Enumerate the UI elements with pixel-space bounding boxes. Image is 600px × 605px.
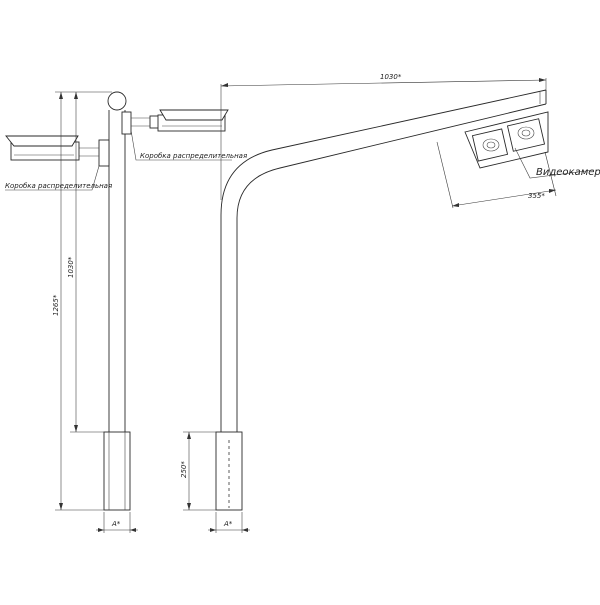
arm-outer-edge: [220, 89, 547, 432]
dim-line-arm: [220, 79, 547, 87]
label-box-left: Коробка распределительная: [5, 182, 112, 190]
dim-overall-height: 1265*: [52, 294, 60, 316]
camera-sunshade-right: [159, 109, 229, 121]
camera-unit-1: [471, 128, 509, 162]
junction-box-left: [98, 139, 110, 167]
camera-lens-1-inner: [486, 141, 496, 149]
arm-inner-edge: [236, 103, 547, 432]
dim-base-a-left: A*: [111, 520, 121, 528]
camera-lens-2: [517, 126, 535, 140]
right-pole-view: 1030* 355* Видеокамера 250* A*: [180, 73, 600, 533]
camera-unit-2: [506, 118, 546, 152]
label-box-right: Коробка распределительная: [140, 152, 247, 160]
left-pole-view: Коробка распределительная Коробка распре…: [5, 91, 247, 533]
dim-embed-depth: 250*: [180, 461, 188, 478]
camera-lens-1: [482, 138, 500, 152]
camera-lens-2-inner: [521, 129, 531, 137]
left-pole-top-cap: [107, 91, 127, 111]
dim-ext-cam-1: [436, 141, 454, 209]
leader-camera: [514, 147, 595, 179]
junction-box-right: [121, 111, 132, 135]
camera-sunshade-left: [5, 135, 79, 147]
leader-box-right: [130, 129, 232, 161]
leader-box-left: [5, 165, 100, 191]
dim-upper-height: 1030*: [67, 256, 75, 278]
dim-base-a-right: A*: [223, 520, 233, 528]
dim-line-camera: [451, 189, 557, 207]
left-pole-base-sleeve: [103, 431, 131, 511]
label-camera: Видеокамера: [536, 167, 600, 178]
dim-camera-offset: 355*: [528, 192, 545, 200]
right-pole-base-sleeve: [215, 431, 243, 511]
dim-arm-length: 1030*: [380, 73, 402, 81]
dim-ext-cam-2: [544, 151, 557, 197]
